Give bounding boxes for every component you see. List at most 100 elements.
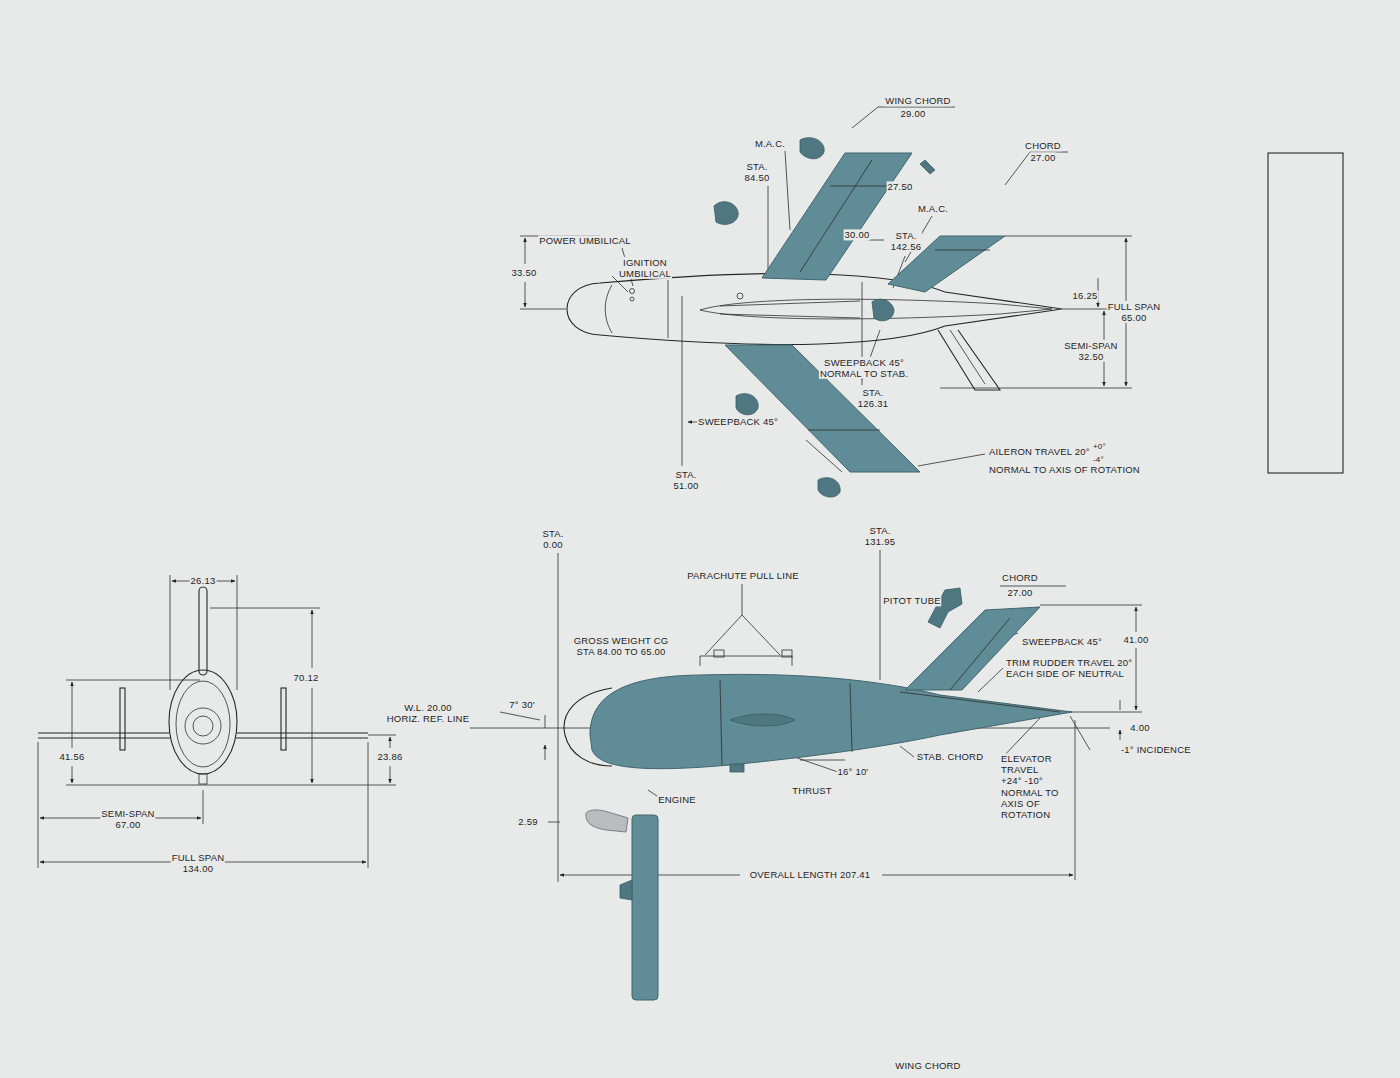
drawing-label: +0° [1092, 442, 1107, 451]
label-line: 142.56 [891, 241, 921, 252]
drawing-label: 2.59 [517, 816, 538, 827]
label-line: SEMI-SPAN [1064, 340, 1117, 351]
front-view-lines [199, 774, 207, 784]
plan-view-lines [682, 296, 683, 466]
label-line: FULL SPAN [172, 852, 224, 863]
plan-view-lines [918, 454, 985, 466]
front-view-lines [38, 575, 396, 868]
label-line: HORIZ. REF. LINE [387, 713, 469, 724]
drawing-label: M.A.C. [917, 203, 949, 214]
plan-view-lines [1005, 152, 1068, 185]
side-view-model-parts [620, 880, 632, 900]
drawing-label: SEMI-SPAN 32.50 [1063, 340, 1118, 362]
drawing-label: ENGINE [657, 794, 697, 805]
label-line: EACH SIDE OF NEUTRAL [1006, 668, 1132, 679]
label-line: 32.50 [1064, 351, 1117, 362]
label-line: GROSS WEIGHT CG [574, 635, 669, 646]
plan-view-model-parts [872, 299, 894, 321]
drawing-label: SEMI-SPAN 67.00 [100, 808, 155, 830]
side-view-model-parts [632, 815, 658, 1000]
side-view-lines [1136, 607, 1137, 710]
plan-view-lines [938, 330, 1000, 390]
front-view-lines [72, 682, 73, 783]
drawing-label: 27.00 [1007, 587, 1034, 598]
drawing-label: 16.25 [1072, 290, 1099, 301]
side-view-model-parts [928, 588, 962, 628]
drawing-label: ELEVATOR TRAVEL +24° -10° NORMAL TO AXIS… [1000, 753, 1060, 820]
drawing-label: STA. 51.00 [673, 469, 700, 491]
label-line: SEMI-SPAN [101, 808, 154, 819]
label-line: 65.00 [1108, 312, 1160, 323]
drawing-label: 29.00 [900, 108, 927, 119]
plan-view-model-parts [762, 153, 912, 280]
drawing-label: 27.50 [887, 181, 914, 192]
front-view-lines [199, 587, 207, 675]
front-view-lines [38, 742, 368, 868]
drawing-label: NORMAL TO AXIS OF ROTATION [988, 464, 1141, 475]
side-view-model-parts [720, 680, 1060, 765]
side-view-lines [1120, 700, 1121, 740]
drawing-label: FULL SPAN 65.00 [1107, 301, 1161, 323]
plan-view-model-parts [714, 202, 738, 225]
plan-view-model-parts [818, 478, 840, 497]
side-view-lines [1000, 586, 1066, 587]
label-line: STA. [745, 161, 770, 172]
drawing-label: STA. 84.50 [744, 161, 771, 183]
front-view-lines [281, 688, 286, 750]
label-line: FULL SPAN [1108, 301, 1160, 312]
label-line: TRAVEL [1001, 765, 1059, 776]
side-view-lines [545, 715, 546, 760]
plan-view-lines [768, 186, 769, 272]
drawing-label: M.A.C. [754, 138, 786, 149]
plan-view-lines [605, 285, 612, 333]
side-view-lines [1060, 712, 1142, 713]
front-view-lines [38, 733, 368, 738]
label-line: STA 84.00 TO 65.00 [574, 646, 669, 657]
plan-view-lines [567, 273, 1062, 344]
drawing-label: 33.50 [511, 267, 538, 278]
drawing-label: TRIM RUDDER TRAVEL 20° EACH SIDE OF NEUT… [1005, 657, 1133, 679]
plan-view-lines [737, 293, 743, 299]
label-line: NORMAL TO [1001, 787, 1059, 798]
plan-view-lines [630, 289, 635, 294]
drawing-label: 70.12 [293, 672, 320, 683]
plan-view-lines [950, 330, 985, 384]
front-view-lines [176, 681, 230, 767]
label-line: STA. [865, 525, 895, 536]
plan-view-lines [852, 107, 955, 128]
drawing-label: W.L. 20.00 HORIZ. REF. LINE [386, 702, 470, 724]
front-view-lines [120, 688, 125, 750]
drawing-label: CHORD [1024, 140, 1062, 151]
drawing-label: IGNITION UMBILICAL [618, 257, 672, 279]
plan-view-model-parts [800, 138, 824, 159]
label-line: 126.31 [858, 398, 888, 409]
drawing-label: POWER UMBILICAL [538, 235, 632, 246]
side-view-lines [700, 584, 792, 666]
plan-view-lines [668, 280, 669, 338]
plan-view-model-parts [714, 138, 1005, 497]
drawing-label: STA. 142.56 [890, 230, 922, 252]
drawing-label: FULL SPAN 134.00 [171, 852, 225, 874]
drawing-label: -1° INCIDENCE [1120, 744, 1192, 755]
drawing-label: 16° 10' [837, 766, 870, 777]
plan-view-model-parts [888, 236, 1005, 292]
plan-view-model-parts [806, 430, 880, 472]
plan-view-model-parts [800, 160, 902, 272]
front-view-lines [66, 608, 396, 785]
label-line: ROTATION [1001, 809, 1059, 820]
drawing-label: OVERALL LENGTH 207.41 [749, 869, 872, 880]
side-view-lines [470, 550, 1142, 882]
drawing-label: AILERON TRAVEL 20° [988, 446, 1091, 457]
label-line: 67.00 [101, 819, 154, 830]
side-view-lines [900, 746, 914, 757]
drawing-label: STA. 126.31 [857, 387, 889, 409]
side-view-model-parts [950, 618, 1010, 690]
drawing-label: SWEEPBACK 45° NORMAL TO STAB. [819, 357, 909, 379]
label-line: ELEVATOR [1001, 753, 1059, 764]
front-view-lines [169, 670, 237, 774]
label-line: 131.95 [865, 536, 895, 547]
plan-view-model-parts [935, 250, 990, 251]
label-line: STA. [674, 469, 699, 480]
